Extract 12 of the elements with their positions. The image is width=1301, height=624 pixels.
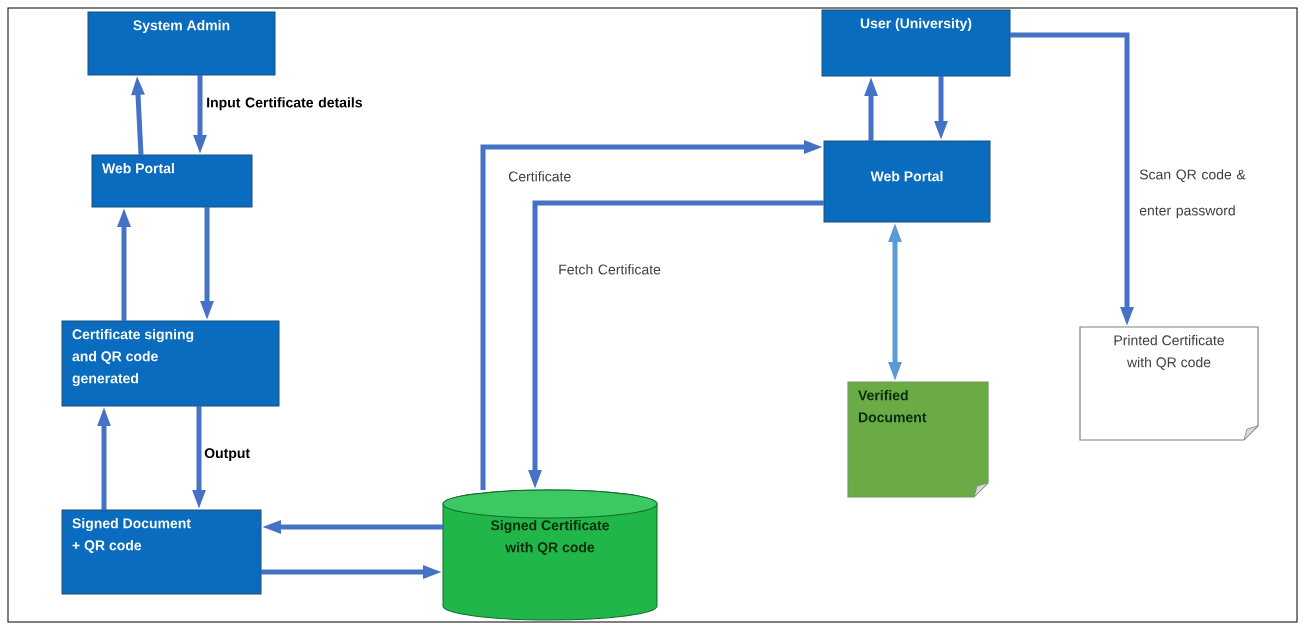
- process-box: Certificate signing and QR code generated: [61, 320, 280, 407]
- process-box: User (University): [821, 9, 1011, 77]
- process-box: Signed Document + QR code: [61, 509, 262, 595]
- edge-label: Output: [204, 448, 250, 461]
- edge-label: Scan QR code & enter password: [1139, 169, 1246, 219]
- edge-label: Input Certificate details: [207, 97, 362, 111]
- process-box: Web Portal: [91, 154, 253, 208]
- database-cylinder: Signed Certificate with QR code: [442, 489, 658, 621]
- process-box: System Admin: [87, 11, 276, 76]
- edge-label: Certificate: [508, 171, 571, 182]
- edge-label: Fetch Certificate: [559, 264, 661, 275]
- process-box: Web Portal: [823, 140, 991, 223]
